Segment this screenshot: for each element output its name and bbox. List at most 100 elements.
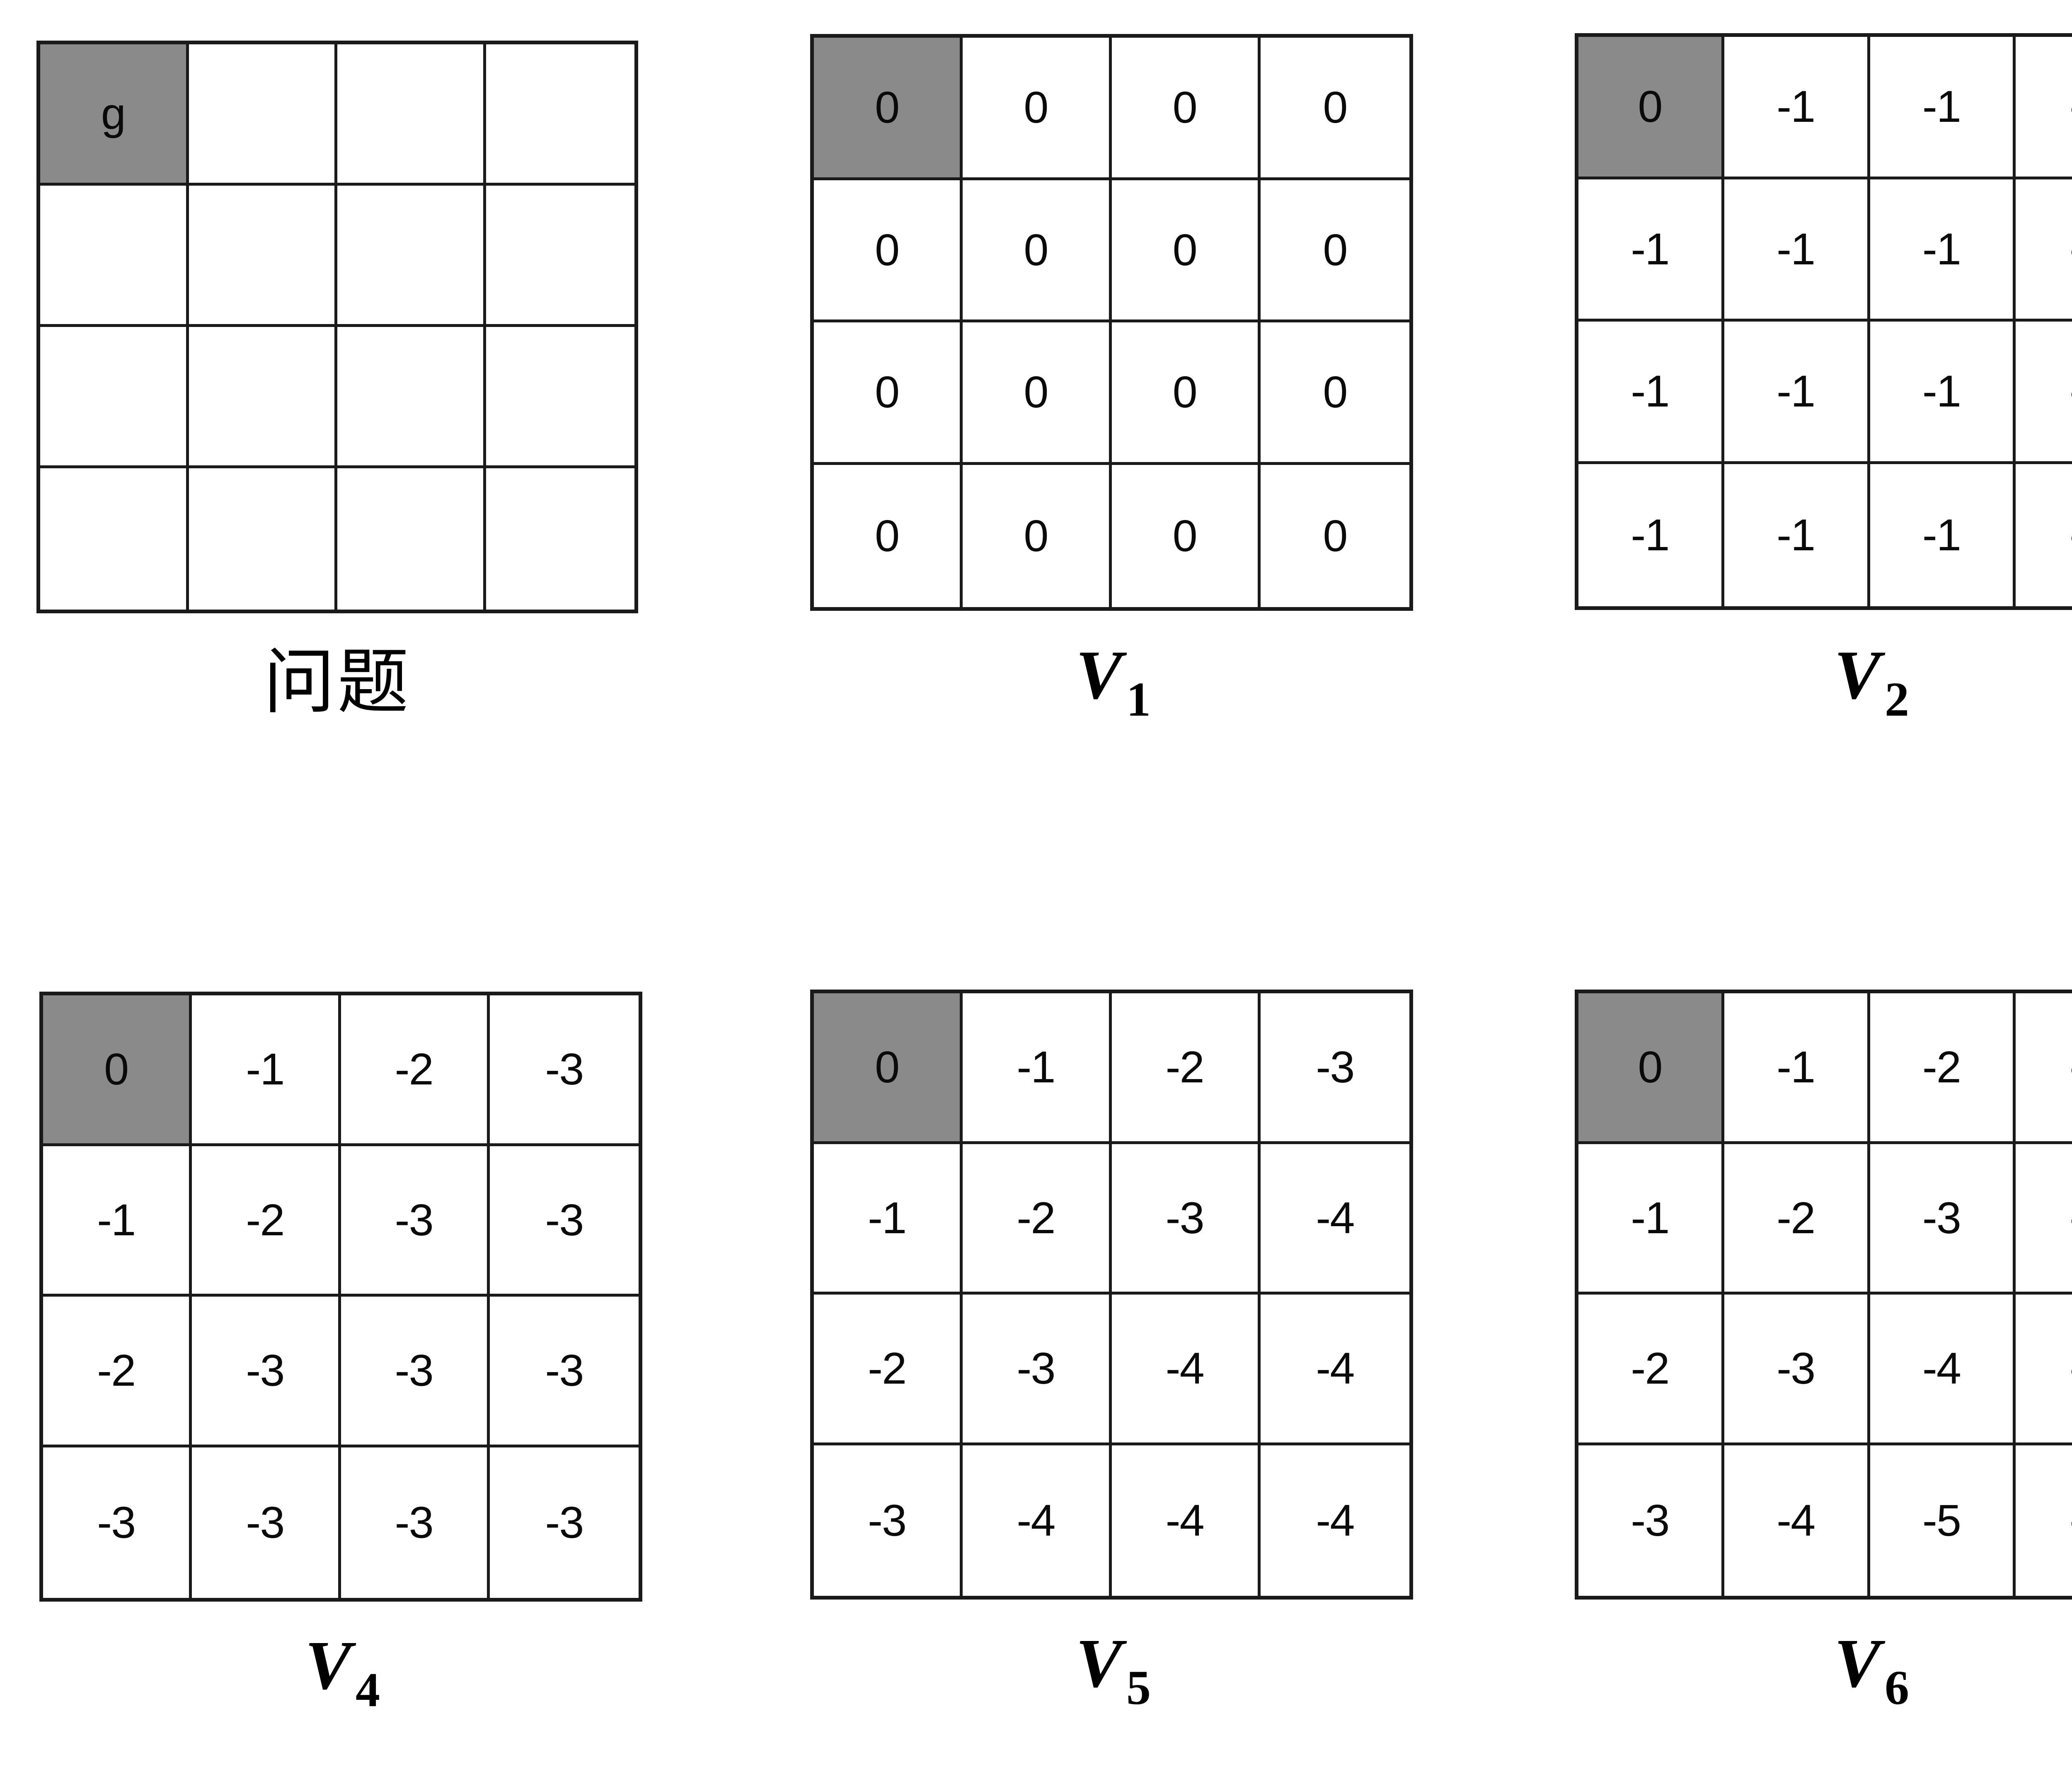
grid-cell: -4 (1870, 1295, 2016, 1445)
grid-cell: -4 (1724, 1445, 1870, 1596)
value-grid-v4: 0-1-2-3-1-2-3-3-2-3-3-3-3-3-3-3 (39, 992, 642, 1602)
value-grid-v6: 0-1-2-3-1-2-3-4-2-3-4-5-3-4-5-5 (1575, 990, 2072, 1600)
grid-cell (40, 468, 189, 610)
panel-v6: 0-1-2-3-1-2-3-4-2-3-4-5-3-4-5-5V6 (1575, 990, 2072, 1712)
grid-cell: -2 (814, 1295, 963, 1445)
grid-cell: -3 (489, 1297, 639, 1447)
grid-cell: -3 (814, 1445, 963, 1596)
goal-cell: 0 (814, 38, 963, 180)
grid-cell: -1 (2016, 322, 2072, 464)
grid-cell: -2 (43, 1297, 192, 1447)
grid-cell: 0 (814, 322, 963, 465)
grid-cell: -1 (1578, 1144, 1724, 1295)
grid-cell: 0 (814, 180, 963, 322)
caption-symbol: V (305, 1627, 353, 1704)
goal-cell: 0 (1578, 37, 1724, 179)
grid-cell: -1 (1578, 179, 1724, 322)
grid-cell: -3 (1260, 993, 1409, 1144)
caption-subscript: 2 (1885, 672, 1910, 726)
grid-cell: -1 (1870, 179, 2016, 322)
grid-cell: -1 (963, 993, 1112, 1144)
grid-cell: -2 (963, 1144, 1112, 1295)
caption-subscript: 5 (1126, 1660, 1151, 1715)
grid-cell: -1 (2016, 179, 2072, 322)
caption-symbol: V (1834, 637, 1882, 714)
grid-cell (189, 327, 337, 468)
grid-cell: -1 (192, 995, 341, 1146)
grid-cell: -1 (1578, 322, 1724, 464)
grid-cell: -1 (2016, 464, 2072, 606)
grid-cell: -4 (1111, 1445, 1261, 1596)
grid-cell: -1 (1724, 322, 1870, 464)
grid-cell: 0 (1111, 322, 1261, 465)
grid-cell: -3 (1724, 1295, 1870, 1445)
grid-cell: 0 (1111, 180, 1261, 322)
grid-cell: 0 (1260, 465, 1409, 607)
grid-cell: -4 (1111, 1295, 1261, 1445)
grid-cell: -4 (963, 1445, 1112, 1596)
caption-subscript: 4 (356, 1663, 380, 1717)
grid-cell: -1 (1578, 464, 1724, 606)
grid-cell: -3 (341, 1146, 490, 1297)
grid-cell: -2 (1578, 1295, 1724, 1445)
grid-cell: -5 (2016, 1445, 2072, 1596)
goal-cell: 0 (1578, 993, 1724, 1144)
grid-cell: -3 (192, 1447, 341, 1598)
grid-cell: -1 (1724, 37, 1870, 179)
caption-symbol: V (1834, 1625, 1882, 1702)
grid-cell: -3 (43, 1447, 192, 1598)
grid-cell (337, 44, 486, 186)
caption-symbol: V (1075, 637, 1123, 714)
grid-cell: 0 (963, 38, 1112, 180)
caption-subscript: 6 (1885, 1660, 1910, 1715)
grid-cell: -1 (1724, 179, 1870, 322)
grid-cell (486, 327, 634, 468)
grid-cell: -1 (1724, 464, 1870, 606)
grid-cell (40, 186, 189, 327)
grid-cell: 0 (963, 465, 1112, 607)
grid-cell: -3 (489, 1146, 639, 1297)
grid-cell: -5 (1870, 1445, 2016, 1596)
grid-cell: -1 (1870, 322, 2016, 464)
grid-cell: -2 (1111, 993, 1261, 1144)
grid-cell: -1 (2016, 37, 2072, 179)
caption-symbol: V (1075, 1625, 1123, 1702)
grid-cell (189, 468, 337, 610)
goal-cell: 0 (43, 995, 192, 1146)
grid-cell: -1 (1870, 37, 2016, 179)
grid-cell: -3 (1578, 1445, 1724, 1596)
value-grid-problem: g (36, 41, 638, 613)
grid-cell (486, 44, 634, 186)
grid-cell (337, 186, 486, 327)
grid-cell: 0 (1260, 322, 1409, 465)
grid-cell: -3 (2016, 993, 2072, 1144)
grid-cell: -1 (1724, 993, 1870, 1144)
grid-cell: -5 (2016, 1295, 2072, 1445)
grid-cell: -2 (1724, 1144, 1870, 1295)
grid-cell: 0 (963, 180, 1112, 322)
grid-cell: 0 (1260, 38, 1409, 180)
grid-cell: -3 (489, 995, 639, 1146)
grid-cell (337, 468, 486, 610)
grid-cell: -3 (341, 1447, 490, 1598)
grid-cell (189, 44, 337, 186)
grid-cell (486, 468, 634, 610)
grid-cell (40, 327, 189, 468)
grid-cell: -1 (1870, 464, 2016, 606)
grid-cell: -1 (43, 1146, 192, 1297)
value-grid-v5: 0-1-2-3-1-2-3-4-2-3-4-4-3-4-4-4 (810, 990, 1413, 1600)
panel-v2: 0-1-1-1-1-1-1-1-1-1-1-1-1-1-1-1V2 (1575, 33, 2072, 724)
grid-cell: -4 (1260, 1445, 1409, 1596)
grid-cell: -4 (2016, 1144, 2072, 1295)
